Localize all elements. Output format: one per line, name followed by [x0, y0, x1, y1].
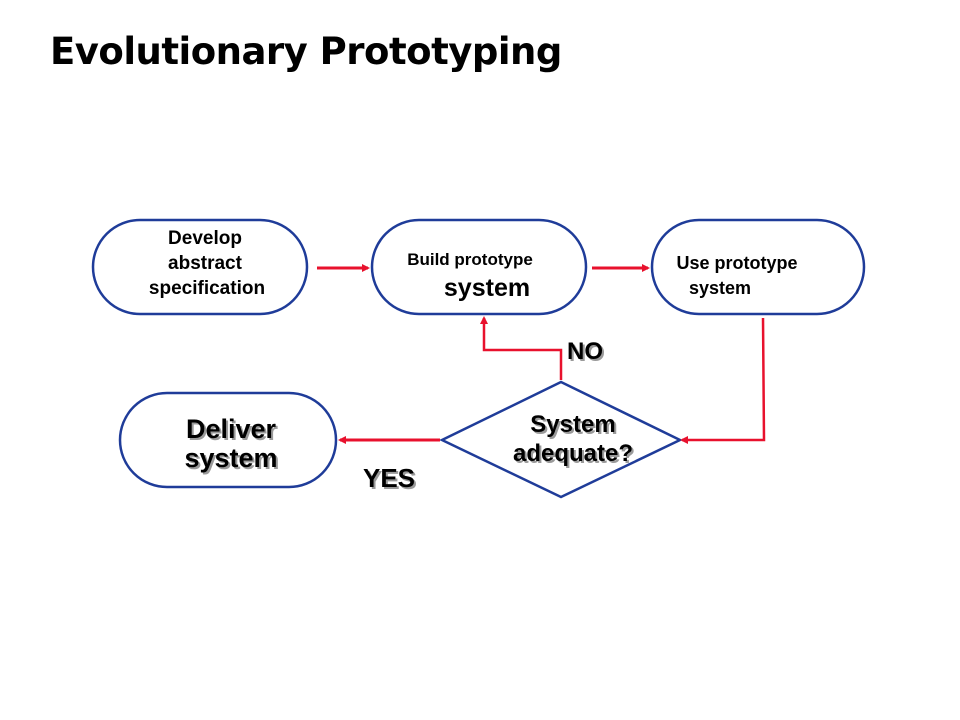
deliver-label-line2: system — [184, 443, 277, 473]
decision-label-line2-shadow: adequate? — [515, 442, 635, 469]
node-use-prototype: Use prototype system — [650, 218, 866, 316]
use-label-line2: system — [689, 278, 751, 298]
node-use-prototype-shape — [650, 218, 866, 316]
deliver-label-line1: Deliver — [186, 414, 277, 444]
edge-label-no-shadow: NO — [569, 340, 605, 367]
node-develop-specification: Develop abstract specification — [91, 218, 309, 316]
edge-label-yes-shadow: YES — [365, 465, 417, 495]
use-label-line1: Use prototype — [676, 253, 797, 273]
build-label-line1: Build prototype — [407, 250, 533, 269]
page-title: Evolutionary Prototyping — [50, 30, 562, 73]
node-build-prototype: Build prototype system — [370, 218, 588, 316]
node-deliver-system: Deliver Deliver system system — [118, 391, 338, 489]
deliver-label-line1-shadow: Deliver — [188, 416, 279, 446]
decision-label-line1: System — [530, 411, 615, 438]
node-deliver-system-shape — [118, 391, 338, 489]
decision-label-line1-shadow: System — [532, 413, 617, 440]
node-build-prototype-shape — [370, 218, 588, 316]
deliver-label-line2-shadow: system — [186, 445, 279, 475]
edge-label-yes: YES — [363, 463, 415, 493]
arrow-use-to-decision — [680, 317, 766, 444]
build-label-line2: system — [444, 274, 530, 302]
edge-label-no: NO — [567, 338, 603, 365]
develop-label-line2: abstract — [168, 253, 243, 274]
arrow-decision-no-to-build — [480, 316, 563, 380]
develop-label-line1: Develop — [168, 228, 242, 249]
decision-system-adequate: System System adequate? adequate? — [439, 380, 683, 499]
node-develop-specification-shape — [91, 218, 309, 316]
develop-label-line3: specification — [149, 278, 265, 299]
decision-diamond-shape — [439, 380, 683, 499]
decision-label-line2: adequate? — [513, 440, 633, 467]
